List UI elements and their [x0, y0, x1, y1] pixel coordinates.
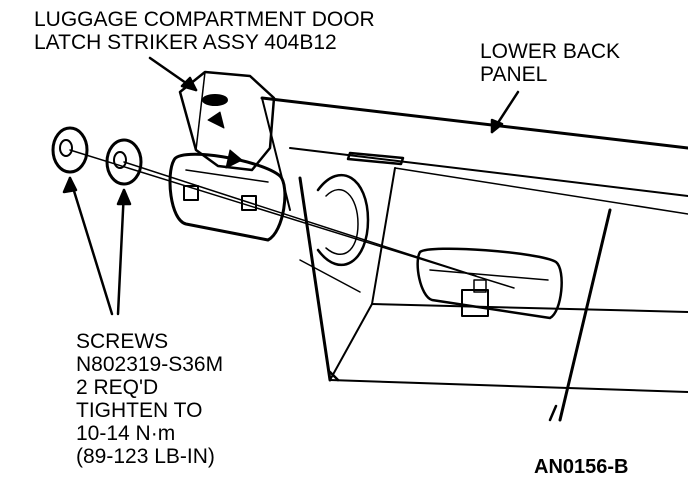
screws-label-line-3: 2 REQ'D	[76, 376, 159, 399]
screw-left	[51, 126, 89, 174]
lower-back-panel	[260, 96, 688, 422]
panel-label-line-1: LOWER BACK	[480, 40, 621, 63]
screws-label-line-2: N802319-S36M	[76, 353, 224, 376]
striker-label-line-1: LUGGAGE COMPARTMENT DOOR	[34, 8, 375, 31]
screws-label: SCREWS N802319-S36M 2 REQ'D TIGHTEN TO 1…	[76, 330, 223, 468]
screws-label-line-6: (89-123 LB-IN)	[76, 445, 215, 468]
figure-id: AN0156-B	[534, 456, 629, 478]
lower-back-panel-label: LOWER BACK PANEL	[480, 40, 620, 86]
latch-mount-recess	[416, 247, 563, 320]
striker-label: LUGGAGE COMPARTMENT DOOR LATCH STRIKER A…	[34, 8, 375, 54]
screws-label-line-4: TIGHTEN TO	[76, 399, 203, 422]
leader-lines	[62, 56, 558, 422]
screws-label-line-5: 10-14 N·m	[76, 422, 176, 445]
panel-label-line-2: PANEL	[480, 63, 548, 86]
alignment-lines	[69, 149, 515, 289]
latch-striker-assembly	[168, 70, 287, 242]
panel-recess	[316, 173, 370, 267]
screws-label-line-1: SCREWS	[76, 330, 169, 353]
striker-label-line-2: LATCH STRIKER ASSY 404B12	[34, 31, 337, 54]
